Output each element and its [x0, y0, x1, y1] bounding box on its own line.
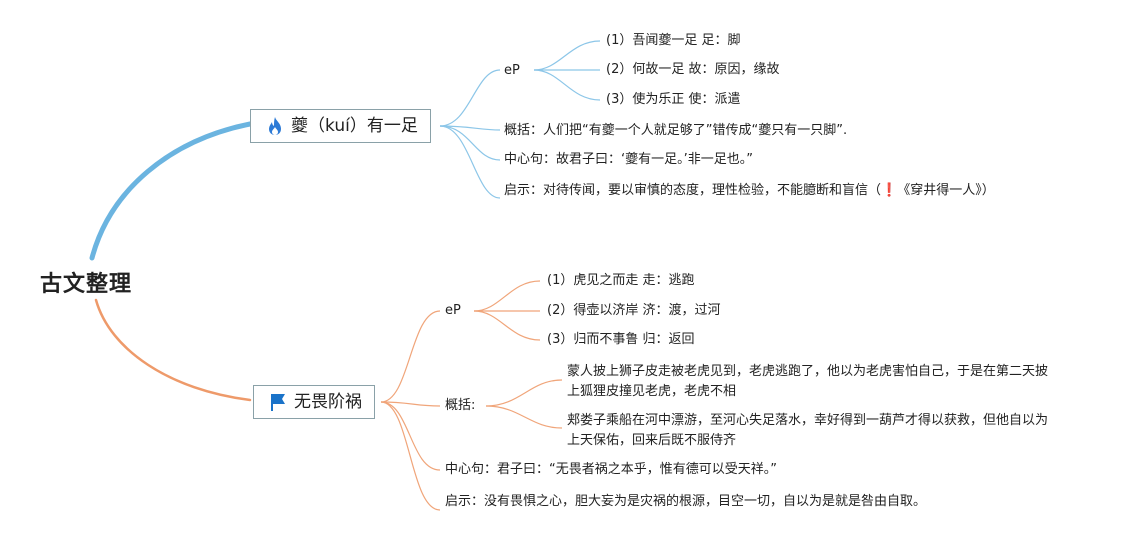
branch1-links [439, 40, 601, 199]
branch2-topic[interactable]: 无畏阶祸 [253, 385, 375, 419]
root-link-branch2 [94, 298, 252, 402]
branch1-title: 夔（kuí）有一足 [291, 116, 418, 136]
branch1-ep-label[interactable]: eP [504, 63, 520, 78]
branch1-ep-item[interactable]: (1）吾闻夔一足 足：脚 [606, 33, 741, 48]
branch2-ep-item[interactable]: (2）得壶以济岸 济：渡，过河 [547, 303, 721, 318]
branch2-links [380, 280, 563, 511]
branch1-summary[interactable]: 概括：人们把“有夔一个人就足够了”错传成“夔只有一只脚”. [504, 123, 848, 138]
flag-icon [268, 391, 288, 413]
branch1-central-sentence[interactable]: 中心句：故君子曰：‘夔有一足。’非一足也。” [504, 152, 753, 167]
branch1-ep-item[interactable]: (2）何故一足 故：原因，缘故 [606, 62, 780, 77]
branch2-summary-item[interactable]: 郏娄子乘船在河中漂游，至河心失足落水，幸好得到一葫芦才得以获救，但他自以为上天保… [567, 413, 1049, 448]
fire-icon [265, 115, 285, 137]
root-link-branch1 [89, 121, 253, 261]
exclamation-icon: ❗ [881, 183, 898, 198]
branch2-central-sentence[interactable]: 中心句：君子曰：“无畏者祸之本乎，惟有德可以受天祥。” [445, 462, 777, 477]
branch2-insight[interactable]: 启示：没有畏惧之心，胆大妄为是灾祸的根源，目空一切，自以为是就是咎由自取。 [445, 494, 927, 509]
branch1-ep-item[interactable]: (3）使为乐正 使：派遣 [606, 92, 741, 107]
branch2-ep-item[interactable]: (1）虎见之而走 走：逃跑 [547, 273, 695, 288]
branch1-insight-text-2: 《穿井得一人》） [897, 183, 995, 198]
branch2-title: 无畏阶祸 [294, 392, 362, 412]
root-topic[interactable]: 古文整理 [40, 272, 133, 297]
branch1-topic[interactable]: 夔（kuí）有一足 [250, 109, 431, 143]
branch1-insight[interactable]: 启示：对待传闻，要以审慎的态度，理性检验，不能臆断和盲信（❗《穿井得一人》） [504, 182, 1004, 200]
branch2-ep-label[interactable]: eP [445, 303, 461, 318]
branch2-summary-item[interactable]: 蒙人披上狮子皮走被老虎见到，老虎逃跑了，他以为老虎害怕自己，于是在第二天披上狐狸… [567, 364, 1049, 399]
branch2-ep-item[interactable]: (3）归而不事鲁 归：返回 [547, 332, 695, 347]
branch1-insight-text: 启示：对待传闻，要以审慎的态度，理性检验，不能臆断和盲信（ [504, 183, 882, 198]
branch2-summary-label[interactable]: 概括: [445, 398, 476, 413]
